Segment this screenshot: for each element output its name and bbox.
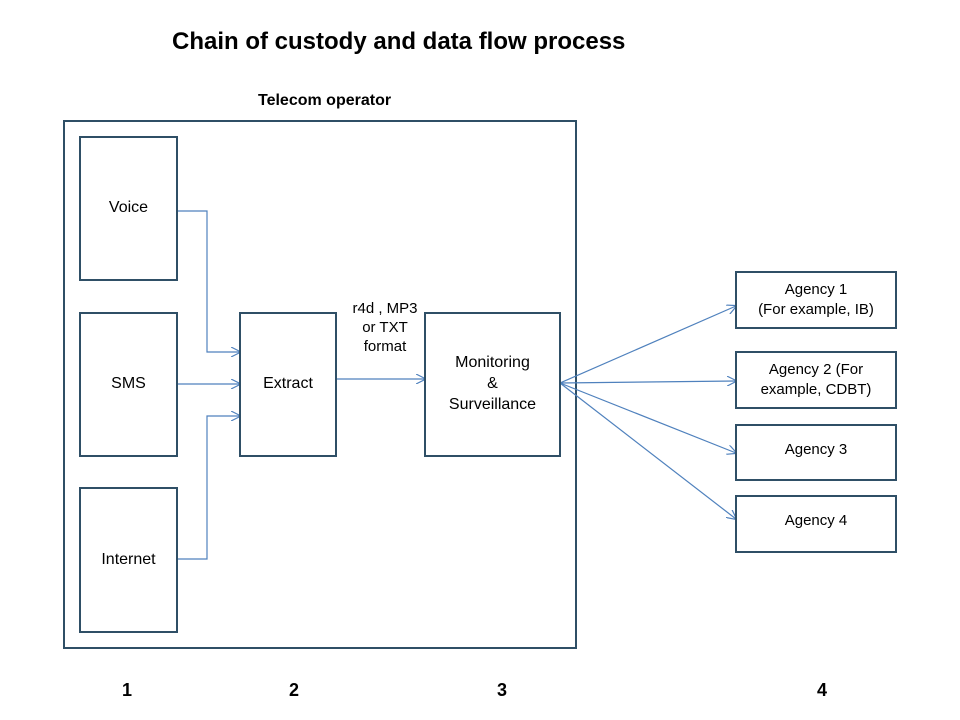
arrow-to-agency-1 bbox=[559, 306, 736, 384]
agency-4-box: Agency 4 bbox=[735, 495, 897, 553]
extract-box: Extract bbox=[239, 312, 337, 457]
voice-label: Voice bbox=[108, 199, 149, 217]
agency-2-line-1: Agency 2 (For bbox=[768, 360, 864, 378]
agency-2-box: Agency 2 (For example, CDBT) bbox=[735, 351, 897, 409]
agency-4-line-1: Agency 4 bbox=[784, 512, 848, 529]
format-label-line-1: r4d , MP3 bbox=[352, 300, 418, 317]
extract-label: Extract bbox=[263, 375, 313, 393]
monitoring-label-line-2: & bbox=[487, 375, 498, 393]
format-label: r4d , MP3 or TXT format bbox=[343, 300, 427, 356]
format-label-line-3: format bbox=[363, 337, 407, 355]
stage-number-1: 1 bbox=[122, 680, 133, 700]
stage-number-3: 3 bbox=[497, 680, 508, 700]
voice-box: Voice bbox=[79, 136, 178, 281]
stage-number-2: 2 bbox=[289, 680, 300, 700]
agency-3-box: Agency 3 bbox=[735, 424, 897, 481]
arrow-internet-to-extract bbox=[178, 416, 240, 560]
agency-1-line-1: Agency 1 bbox=[784, 280, 848, 298]
arrow-voice-to-extract bbox=[178, 210, 240, 352]
sms-label: SMS bbox=[111, 375, 146, 393]
internet-label: Internet bbox=[101, 550, 156, 568]
internet-box: Internet bbox=[79, 487, 178, 633]
agency-2-line-2: example, CDBT) bbox=[760, 381, 872, 398]
diagram-title: Chain of custody and data flow process bbox=[172, 28, 626, 55]
stage-number-4: 4 bbox=[817, 680, 828, 700]
format-label-line-2: or TXT bbox=[362, 318, 408, 336]
arrow-to-agency-2 bbox=[559, 381, 736, 383]
telecom-operator-label: Telecom operator bbox=[258, 92, 392, 109]
arrow-to-agency-4 bbox=[559, 382, 736, 519]
arrow-to-agency-3 bbox=[559, 382, 736, 453]
monitoring-label-line-3: Surveillance bbox=[448, 395, 537, 413]
agency-1-box: Agency 1 (For example, IB) bbox=[735, 271, 897, 329]
sms-box: SMS bbox=[79, 312, 178, 457]
monitoring-box: Monitoring & Surveillance bbox=[424, 312, 561, 457]
monitoring-label-line-1: Monitoring bbox=[455, 354, 530, 372]
agency-1-line-2: (For example, IB) bbox=[758, 301, 874, 318]
agency-3-line-1: Agency 3 bbox=[784, 441, 848, 458]
